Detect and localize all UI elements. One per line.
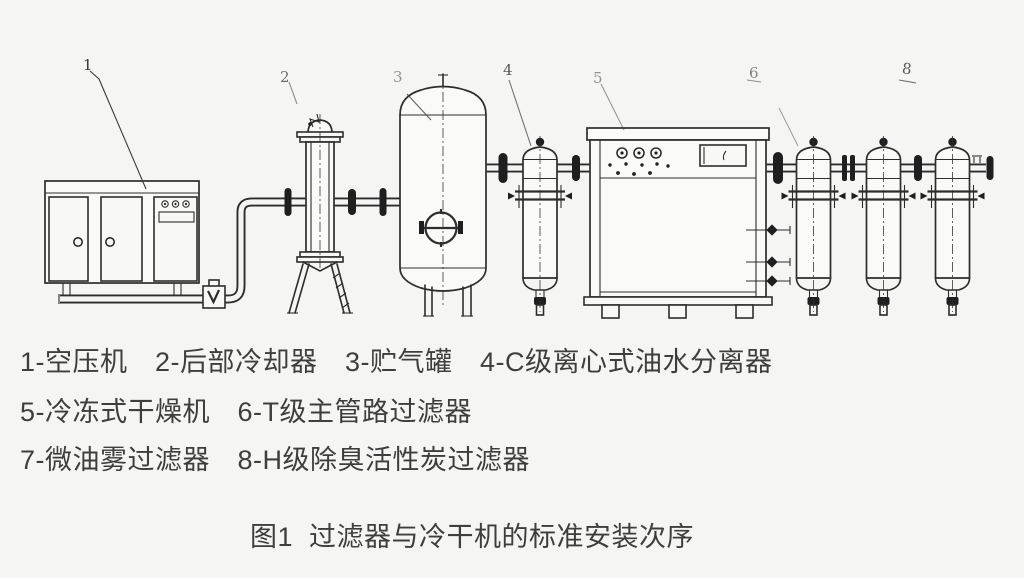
figure-caption: 图1 过滤器与冷干机的标准安装次序 [250, 522, 695, 552]
callout-3: 3 [393, 68, 403, 86]
oil-mist-filter [850, 134, 917, 317]
pipe-flanges [284, 152, 994, 216]
callout-1: 1 [83, 56, 93, 74]
compressor-control-panel [153, 196, 198, 282]
tank-legs [423, 284, 473, 317]
separator-filter [506, 134, 574, 317]
air-storage-tank [399, 73, 487, 317]
callouts: 1 2 3 4 5 6 8 [83, 56, 917, 190]
dryer-drain-ports [746, 224, 791, 287]
cooler-legs [287, 263, 353, 314]
system-diagram: 1 2 3 4 5 6 8 [44, 56, 994, 319]
activated-carbon-filter [919, 134, 986, 317]
legend-line-2: 5-冷冻式干燥机 6-T级主管路过滤器 [20, 397, 473, 427]
tank-manhole [419, 209, 463, 247]
refrigerated-dryer [583, 127, 791, 319]
callout-4: 4 [503, 61, 513, 79]
dryer-display [699, 144, 747, 167]
legend-line-1: 1-空压机 2-后部冷却器 3-贮气罐 4-C级离心式油水分离器 [20, 347, 773, 377]
air-compressor [44, 180, 226, 309]
compressor-door-right [100, 196, 143, 282]
compressor-door-left [48, 196, 89, 282]
discharge-valve [202, 279, 226, 309]
legend-line-3: 7-微油雾过滤器 8-H级除臭活性炭过滤器 [20, 445, 531, 475]
callout-2: 2 [280, 68, 290, 86]
callout-6: 6 [749, 64, 759, 82]
after-cooler [287, 113, 353, 314]
dryer-gauges [608, 147, 670, 176]
callout-5: 5 [593, 69, 603, 87]
main-line-filter [780, 134, 847, 317]
callout-8: 8 [901, 59, 913, 78]
